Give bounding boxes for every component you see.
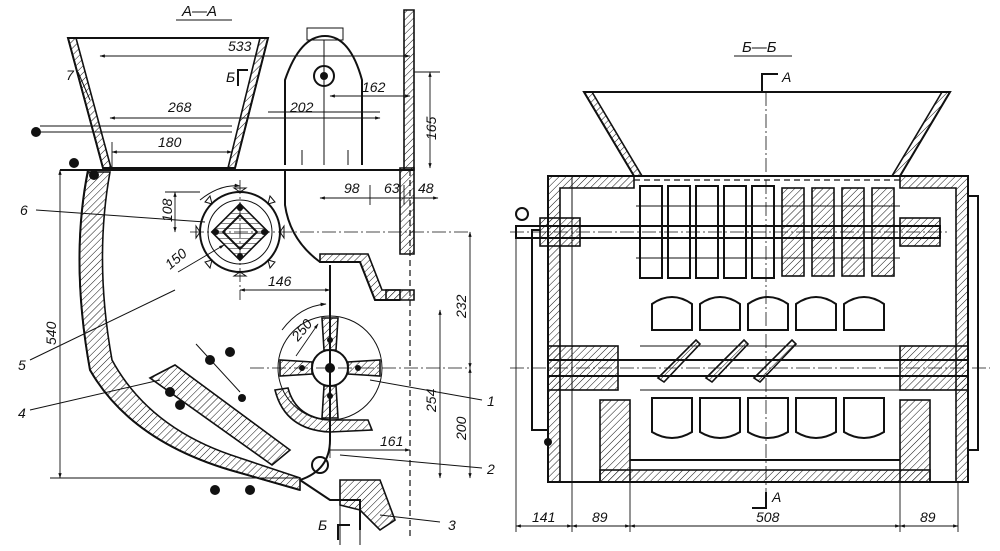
feed-hopper [31, 37, 270, 169]
sprocket-discs [636, 185, 900, 279]
dim-202: 202 [289, 99, 314, 115]
right-frame-wall [403, 9, 415, 171]
dim-165: 165 [423, 116, 439, 140]
dim-141: 141 [532, 509, 555, 525]
dim-150: 150 [162, 245, 190, 272]
dim-268: 268 [167, 99, 192, 115]
dimension-lines-b-b [515, 226, 959, 532]
anvil-plate [69, 158, 329, 495]
section-a-a-title: А—А [181, 3, 217, 20]
dim-162: 162 [362, 79, 386, 95]
dim-540: 540 [43, 321, 59, 345]
dim-108: 108 [159, 198, 175, 222]
dim-232: 232 [453, 294, 469, 319]
section-b-b-view: Б—Б А [510, 39, 990, 532]
top-bearing-housing [284, 27, 363, 165]
hammer-blades [651, 296, 885, 439]
dim-508: 508 [756, 509, 780, 525]
dim-200: 200 [453, 416, 469, 441]
dim-533: 533 [228, 38, 252, 54]
housing-b [531, 175, 979, 483]
part-number-7: 7 [66, 67, 75, 83]
part-number-4: 4 [18, 405, 26, 421]
dim-254: 254 [423, 388, 439, 413]
cut-mark-b-top: Б [226, 69, 235, 85]
dim-89-left: 89 [592, 509, 608, 525]
dim-89-right: 89 [920, 509, 936, 525]
dim-63: 63 [384, 180, 400, 196]
cut-mark-a-bottom: А [771, 489, 781, 505]
part-number-5: 5 [18, 357, 26, 373]
dim-146: 146 [268, 273, 292, 289]
part-leaders [29, 71, 483, 523]
crusher-housing [60, 169, 414, 545]
part-number-2: 2 [486, 461, 495, 477]
dimension-lines-a-a [50, 54, 472, 479]
hopper-b [582, 91, 952, 181]
part-number-1: 1 [487, 393, 495, 409]
section-a-a-view: А—А [18, 3, 495, 545]
dim-161: 161 [380, 433, 403, 449]
dim-98: 98 [344, 180, 360, 196]
part-number-6: 6 [20, 202, 28, 218]
section-b-b-title: Б—Б [742, 39, 777, 56]
dim-180: 180 [158, 134, 182, 150]
part-number-3: 3 [448, 517, 456, 533]
dim-48: 48 [418, 180, 434, 196]
cut-mark-b-bottom: Б [318, 517, 327, 533]
cut-mark-a-top: А [781, 69, 791, 85]
